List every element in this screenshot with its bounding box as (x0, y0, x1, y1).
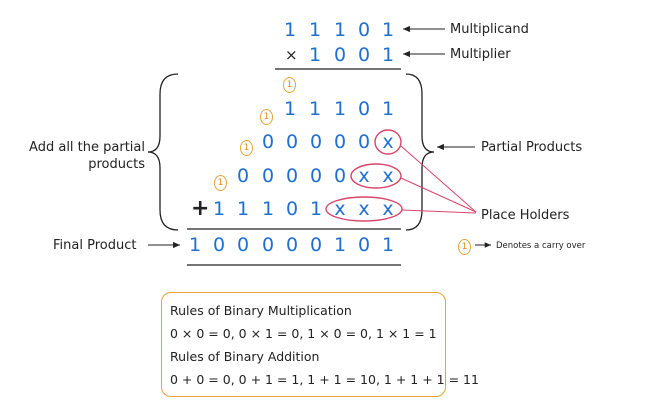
partial-digit: 1 (283, 98, 297, 120)
placeholder-pointer (400, 177, 477, 213)
partial-digit: 1 (236, 198, 250, 220)
placeholder-x: x (334, 198, 346, 220)
multiplier-digit: 0 (333, 44, 347, 66)
addition-rules-title: Rules of Binary Addition (170, 349, 320, 364)
placeholder-x: x (358, 165, 370, 187)
multiplicand-digit: 1 (283, 19, 297, 41)
placeholder-oval (374, 129, 402, 155)
carry-marker: 1 (260, 109, 273, 125)
place-holders-label: Place Holders (481, 208, 570, 223)
placeholder-oval (350, 163, 402, 189)
partial-digit: 0 (261, 165, 275, 187)
placeholder-x: x (382, 165, 394, 187)
multiplier-digit: 0 (357, 44, 371, 66)
add-partials-label-line1: Add all the partial (29, 140, 145, 155)
carry-marker: 1 (283, 77, 296, 93)
final-digit: 1 (381, 234, 395, 256)
placeholder-oval (325, 196, 403, 222)
partial-digit: 0 (261, 131, 275, 153)
placeholder-x: x (382, 198, 394, 220)
legend-text: Denotes a carry over (496, 241, 586, 251)
multiplication-rules: 0 × 0 = 0, 0 × 1 = 0, 1 × 0 = 0, 1 × 1 =… (170, 326, 437, 341)
final-digit: 1 (333, 234, 347, 256)
partial-digit: 1 (309, 198, 323, 220)
rules-box (161, 292, 446, 397)
multiplicand-digit: 1 (333, 19, 347, 41)
legend-carry-icon: 1 (458, 239, 471, 255)
partial-digit: 0 (333, 165, 347, 187)
placeholder-pointer (401, 209, 477, 214)
carry-marker: 1 (240, 140, 253, 156)
partial-digit: 0 (333, 131, 347, 153)
addition-rules: 0 + 0 = 0, 0 + 1 = 1, 1 + 1 = 10, 1 + 1 … (170, 372, 479, 387)
carry-marker: 1 (214, 175, 227, 191)
right-brace (405, 73, 435, 231)
partial-digit: 0 (285, 198, 299, 220)
final-digit: 0 (357, 234, 371, 256)
partial-digit: 0 (357, 131, 371, 153)
partial-digit: 1 (333, 98, 347, 120)
multiplier-label: Multiplier (450, 47, 511, 62)
plus-sign: + (191, 196, 210, 221)
final-digit: 0 (309, 234, 323, 256)
final-digit: 0 (261, 234, 275, 256)
partial-digit: 0 (236, 165, 250, 187)
placeholder-x: x (358, 198, 370, 220)
partial-digit: 0 (285, 131, 299, 153)
final-digit: 0 (285, 234, 299, 256)
partial-digit: 1 (261, 198, 275, 220)
multiplication-rules-title: Rules of Binary Multiplication (170, 303, 352, 318)
partial-digit: 0 (309, 165, 323, 187)
multiplicand-digit: 0 (357, 19, 371, 41)
partial-digit: 0 (285, 165, 299, 187)
final-product-label: Final Product (53, 238, 137, 253)
multiplier-digit: 1 (381, 44, 395, 66)
final-digit: 1 (188, 234, 202, 256)
multiply-sign: × (285, 46, 298, 64)
partial-digit: 1 (212, 198, 226, 220)
multiplicand-label: Multiplicand (450, 22, 529, 37)
add-partials-label-line2: products (88, 157, 145, 172)
multiplicand-digit: 1 (308, 19, 322, 41)
placeholder-pointer (400, 145, 477, 213)
placeholder-x: x (382, 131, 394, 153)
final-digit: 0 (236, 234, 250, 256)
multiplier-digit: 1 (308, 44, 322, 66)
partial-digit: 1 (308, 98, 322, 120)
partial-products-label: Partial Products (481, 140, 583, 155)
left-brace (147, 73, 179, 231)
multiplicand-digit: 1 (381, 19, 395, 41)
final-digit: 0 (212, 234, 226, 256)
partial-digit: 0 (357, 98, 371, 120)
partial-digit: 0 (309, 131, 323, 153)
partial-digit: 1 (381, 98, 395, 120)
